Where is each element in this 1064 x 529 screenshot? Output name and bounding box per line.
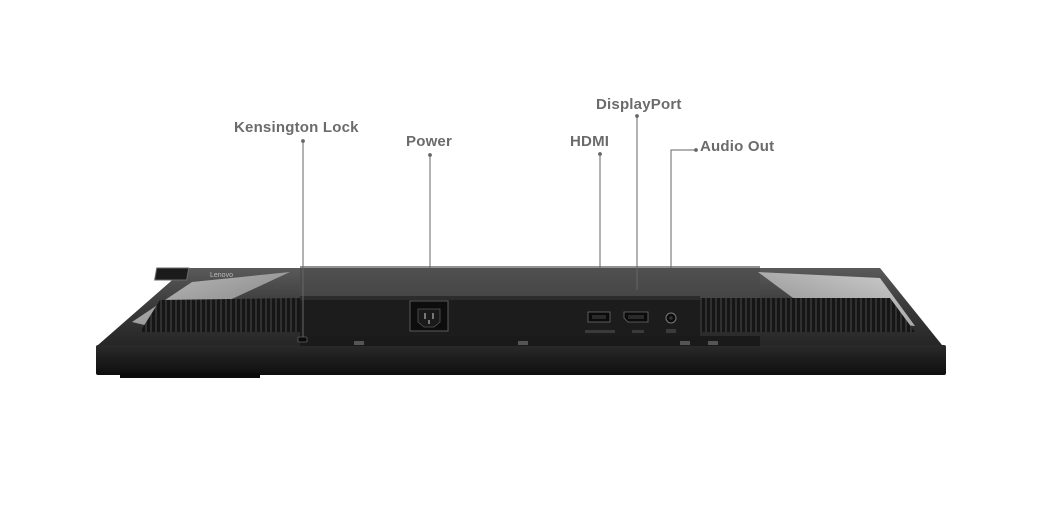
brand-badge: Lenovo	[154, 267, 233, 281]
displayport-label: DisplayPort	[596, 96, 682, 113]
displayport-port	[623, 311, 649, 333]
kensington-lock-label: Kensington Lock	[234, 119, 359, 136]
kensington-lock-slot	[297, 336, 308, 343]
audio-out-jack	[665, 312, 677, 333]
hdmi-port	[585, 311, 615, 333]
left-vent-grille	[140, 298, 300, 332]
power-leader-dot	[428, 153, 432, 157]
audio-out-leader-line	[670, 149, 696, 268]
power-label: Power	[406, 133, 453, 150]
hdmi-leader-dot	[598, 152, 602, 156]
callout-leaders	[301, 114, 698, 337]
monitor-bottom-edge	[96, 345, 946, 375]
audio-out-label: Audio Out	[700, 138, 775, 155]
displayport-leader-dot	[635, 114, 639, 118]
hdmi-label: HDMI	[570, 133, 610, 150]
power-inlet	[409, 300, 449, 332]
audio-out-leader-dot	[694, 148, 698, 152]
monitor-body	[96, 266, 946, 378]
right-vent-grille	[698, 298, 915, 332]
kensington-leader-dot	[301, 139, 305, 143]
brand-badge-text: Lenovo	[210, 272, 233, 279]
